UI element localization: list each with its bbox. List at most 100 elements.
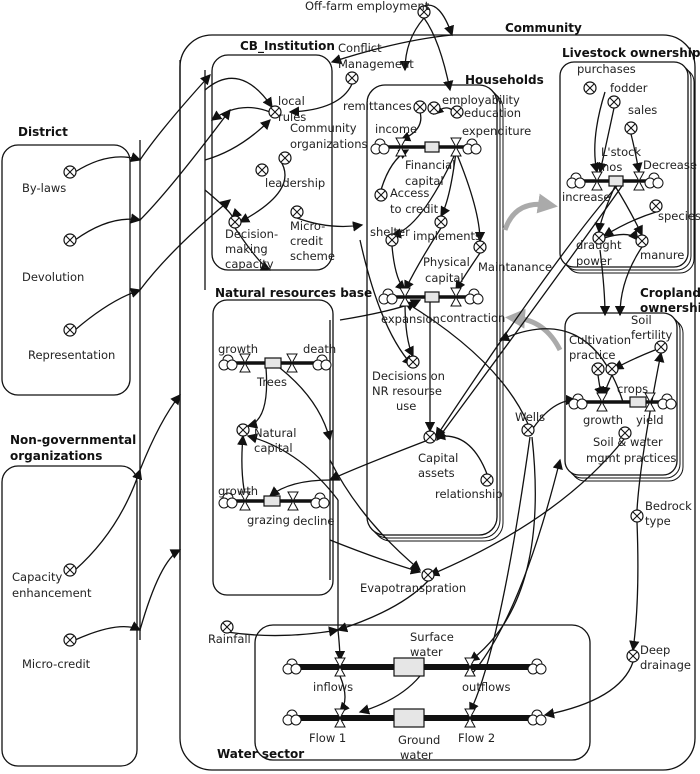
label-rainfall: Rainfall (208, 632, 251, 646)
draught-converter-icon (592, 231, 606, 245)
outflows-valve-icon (464, 657, 476, 677)
causal-link (210, 106, 271, 121)
label-evapotranspiration: Evapotranspration (360, 581, 466, 595)
micro-credit-converter-icon (63, 633, 77, 647)
nc-sink-cloud-icon (310, 492, 330, 509)
causal-link (614, 246, 643, 317)
ground-water-stock (393, 708, 425, 728)
district-title: District (18, 125, 68, 139)
financial-capital-stock (424, 141, 440, 153)
label-inflows: inflows (313, 680, 353, 694)
crop-growth-valve-icon (596, 392, 608, 412)
causal-link (279, 367, 333, 442)
tree-growth-valve-icon (239, 353, 251, 373)
yield-valve-icon (644, 392, 656, 412)
causal-link (596, 107, 615, 174)
converter-cross (620, 428, 630, 438)
bedrock-converter-icon (630, 509, 644, 523)
label-relationship: relationship (435, 487, 503, 501)
label-decision-2: making (225, 242, 268, 256)
nc-growth-valve-icon (239, 491, 251, 511)
causal-link (455, 252, 481, 292)
cloud-part (535, 663, 547, 675)
label-by-laws: By-laws (22, 181, 66, 195)
label-yield: yield (636, 413, 664, 427)
converter-cross (65, 565, 75, 575)
causal-link (74, 621, 142, 641)
cloud-part (652, 177, 664, 189)
causal-link (630, 133, 643, 174)
converter-cross (523, 425, 533, 435)
label-soil-fertility-1: Soil (631, 313, 652, 327)
label-contraction: contraction (440, 311, 505, 325)
maintanance-converter-icon (473, 240, 487, 254)
converter-cross (452, 107, 462, 117)
label-access-2: to credit (390, 202, 439, 216)
causal-link (238, 159, 286, 223)
label-physical-1: Physical (423, 255, 470, 269)
households-box (366, 84, 504, 542)
label-micro-credit: Micro-credit (22, 657, 91, 671)
cropland-to-households-arrow (505, 308, 563, 352)
cloud-part (290, 663, 302, 675)
ngo-box (1, 465, 138, 767)
label-employability: employability (442, 93, 520, 107)
households-title: Households (465, 73, 544, 87)
causal-link (334, 629, 346, 662)
species-converter-icon (649, 199, 663, 213)
contraction-valve-icon (450, 287, 462, 307)
label-tree-growth: growth (218, 342, 258, 356)
label-implements: implements (413, 229, 481, 243)
deep-drainage-converter-icon (626, 649, 640, 663)
causal-link (74, 287, 142, 331)
causal-link (74, 213, 142, 241)
cloud-part (535, 714, 547, 726)
label-ground-water-1: Ground (398, 733, 440, 747)
converter-cross (376, 190, 386, 200)
converter-cross (628, 651, 638, 661)
increase-valve-icon (591, 171, 603, 191)
converter-cross (436, 217, 446, 227)
natural-resources-title: Natural resources base (215, 286, 372, 300)
community-org-converter-icon (278, 151, 292, 165)
cloud-part (318, 497, 330, 509)
causal-link (469, 436, 531, 714)
label-nc-growth: growth (218, 484, 258, 498)
label-natural-capital-2: capital (254, 441, 293, 455)
converter-cross (280, 153, 290, 163)
nc-src-cloud-icon (218, 492, 238, 509)
causal-link (139, 108, 231, 221)
implements-converter-icon (434, 215, 448, 229)
label-decisions-2: NR resourse (372, 384, 442, 398)
causal-link (436, 185, 623, 442)
causal-link (204, 119, 271, 161)
causal-link (455, 151, 486, 243)
converter-cross (65, 235, 75, 245)
pc-sink-cloud-icon (464, 288, 484, 305)
micro-credit-scheme-converter-icon (290, 205, 304, 219)
cloud-part (574, 177, 586, 189)
causal-link (403, 301, 529, 425)
death-valve-icon (286, 353, 298, 373)
label-outflows: outflows (462, 680, 511, 694)
converter-cross (270, 107, 280, 117)
pc-src-cloud-icon (378, 288, 398, 305)
label-draught-1: draught (576, 238, 622, 252)
cloud-part (320, 359, 332, 371)
causal-link (440, 151, 457, 218)
sw-sink-cloud-icon (527, 658, 547, 675)
converter-cross (419, 7, 429, 17)
fodder-converter-icon (607, 95, 621, 109)
label-cultivation-2: practice (569, 348, 616, 362)
label-conflict-1: Conflict (338, 41, 382, 55)
soil-fertility-converter-icon (654, 340, 668, 354)
label-grazing: grazing (247, 513, 290, 527)
label-shelter: shelter (370, 225, 410, 239)
devolution-converter-icon (63, 233, 77, 247)
label-expansion: expansion (381, 312, 440, 326)
cloud-part (226, 497, 238, 509)
model-symbols (63, 5, 677, 728)
evapotranspiration-converter-icon (421, 568, 435, 582)
label-decrease: Decrease (643, 158, 697, 172)
